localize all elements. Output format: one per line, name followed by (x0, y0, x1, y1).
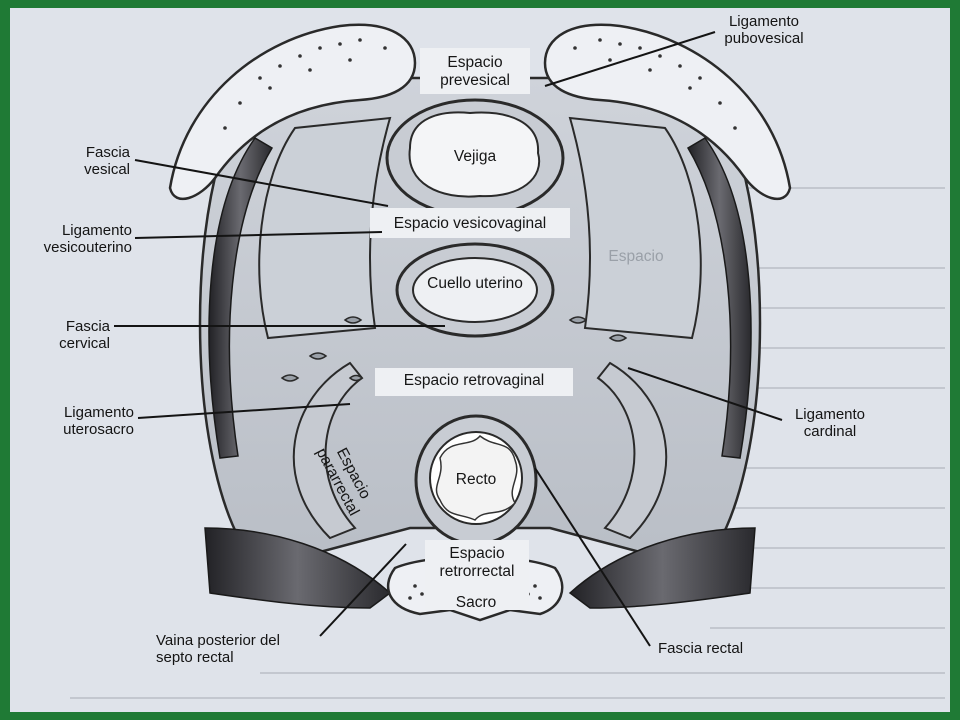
label-ligamento-uterosacro: Ligamento uterosacro (63, 404, 134, 438)
diagram-frame: Espacio prevesical Vejiga Espacio vesico… (10, 8, 950, 712)
label-vaina-posterior: Vaina posterior del septo rectal (156, 632, 280, 666)
label-ligamento-vesicouterino: Ligamento vesicouterino (43, 222, 132, 256)
label-vejiga: Vejiga (453, 148, 497, 165)
label-ligamento-pubovesical: Ligamento pubovesical (724, 13, 804, 47)
label-cuello-uterino: Cuello uterino (427, 275, 523, 292)
leader-lines (114, 31, 783, 647)
label-espacio-retrovaginal: Espacio retrovaginal (403, 372, 545, 389)
right-obturator-muscle (686, 137, 752, 459)
pelvic-cross-section-illustration (70, 23, 945, 699)
label-recto: Recto (455, 471, 497, 488)
label-espacio-prevesical: Espacio prevesical (440, 54, 510, 89)
bone-stippling (223, 38, 737, 130)
label-fascia-cervical: Fascia cervical (59, 318, 110, 352)
label-espacio-vesicovaginal: Espacio vesicovaginal (393, 215, 547, 232)
label-espacio-ghost: Espacio (608, 248, 664, 265)
bladder-lumen (408, 111, 541, 198)
ligament-fragments (280, 316, 628, 382)
label-fascia-vesical: Fascia vesical (84, 144, 130, 178)
label-ligamento-cardinal: Ligamento cardinal (794, 406, 866, 440)
rectum-mucosal-folds (435, 434, 518, 521)
right-upper-compartment (568, 116, 702, 340)
label-fascia-rectal: Fascia rectal (658, 640, 744, 657)
right-pubic-bone (543, 23, 792, 200)
left-upper-compartment (258, 116, 392, 340)
cervix-lumen (412, 257, 538, 323)
left-pubic-bone (168, 23, 417, 200)
right-levator-fold (596, 361, 668, 540)
label-sacro: Sacro (455, 594, 497, 611)
left-obturator-muscle (208, 137, 274, 459)
label-espacio-retrorrectal: Espacio retrorrectal (439, 545, 515, 580)
right-bottom-muscle (568, 527, 756, 609)
label-backgrounds (370, 48, 573, 610)
